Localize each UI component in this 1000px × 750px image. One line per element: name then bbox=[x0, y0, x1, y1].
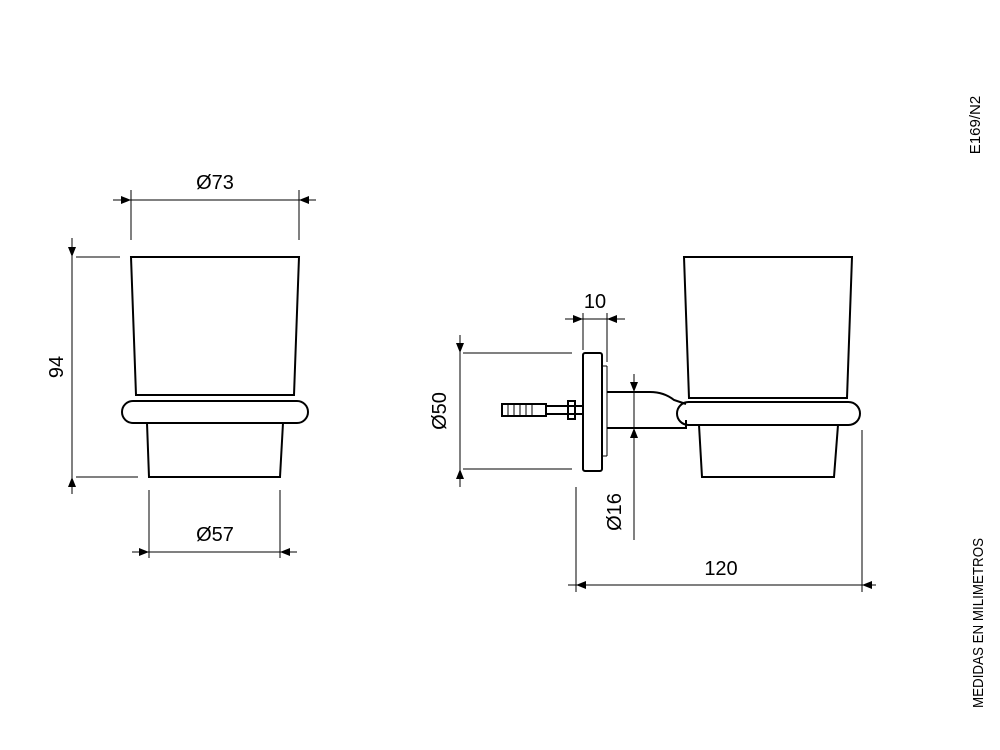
dim-side-plate-diameter-label: Ø50 bbox=[429, 392, 451, 430]
dim-side-arm-diameter-label: Ø16 bbox=[604, 493, 626, 531]
dim-front-height: 94 bbox=[46, 238, 138, 494]
dim-side-arm-diameter: Ø16 bbox=[604, 374, 640, 540]
front-cup-base bbox=[146, 422, 284, 478]
units-note: MEDIDAS EN MILIMETROS bbox=[970, 538, 987, 708]
dim-side-projection-label: 120 bbox=[704, 558, 737, 580]
dim-front-top-diameter: Ø73 bbox=[113, 172, 316, 240]
dim-side-projection: 120 bbox=[568, 430, 876, 592]
front-holder-ring bbox=[121, 400, 309, 424]
dim-side-plate-thickness: 10 bbox=[565, 291, 625, 362]
side-view: 10 Ø50 Ø16 120 bbox=[429, 256, 876, 592]
dim-front-bottom-diameter: Ø57 bbox=[132, 490, 297, 558]
dim-side-plate-diameter: Ø50 bbox=[429, 335, 572, 487]
side-glass-outline bbox=[682, 256, 854, 399]
front-glass-outline bbox=[129, 256, 301, 396]
front-view: Ø73 94 Ø57 bbox=[46, 172, 316, 558]
dim-front-top-diameter-label: Ø73 bbox=[196, 172, 234, 194]
side-wall-anchor bbox=[501, 400, 584, 420]
drawing-code: E169/N2 bbox=[967, 96, 984, 154]
side-holder-ring bbox=[676, 401, 861, 426]
dim-front-height-label: 94 bbox=[46, 356, 68, 378]
dim-side-plate-thickness-label: 10 bbox=[584, 291, 606, 313]
side-cup-base bbox=[698, 424, 839, 478]
side-wall-plate bbox=[582, 352, 603, 472]
side-support-arm bbox=[607, 391, 687, 429]
dim-front-bottom-diameter-label: Ø57 bbox=[196, 524, 234, 546]
